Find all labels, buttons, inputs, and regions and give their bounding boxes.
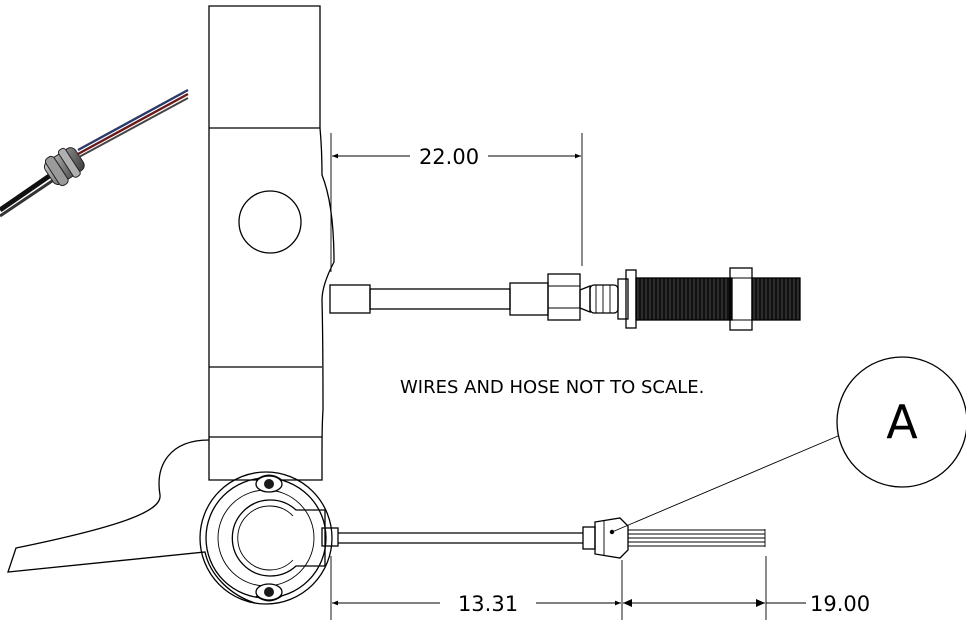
sensor-housing — [199, 471, 339, 605]
dimension-cable-label: 13.31 — [458, 592, 518, 616]
dimension-wires-label: 19.00 — [810, 592, 870, 616]
screw-bottom — [255, 583, 283, 602]
screw-top — [255, 474, 283, 493]
mounting-hole — [238, 190, 302, 254]
sensor-cable — [338, 517, 766, 559]
dimension-wires: 19.00 — [623, 556, 870, 620]
hose-assembly — [329, 267, 801, 331]
dimension-hose: 22.00 — [330, 133, 583, 272]
dimension-cable: 13.31 — [330, 556, 623, 620]
dimension-hose-label: 22.00 — [419, 145, 479, 169]
detail-balloon[interactable]: A — [609, 356, 966, 535]
threaded-end — [751, 277, 801, 321]
bracket-body — [208, 5, 335, 481]
lead-wires — [628, 529, 766, 547]
scale-note: WIRES AND HOSE NOT TO SCALE. — [400, 377, 704, 398]
detail-balloon-label: A — [886, 395, 918, 449]
threaded-body — [635, 277, 733, 321]
cam-wedge — [7, 439, 256, 604]
cable-thumbnail — [0, 88, 189, 218]
